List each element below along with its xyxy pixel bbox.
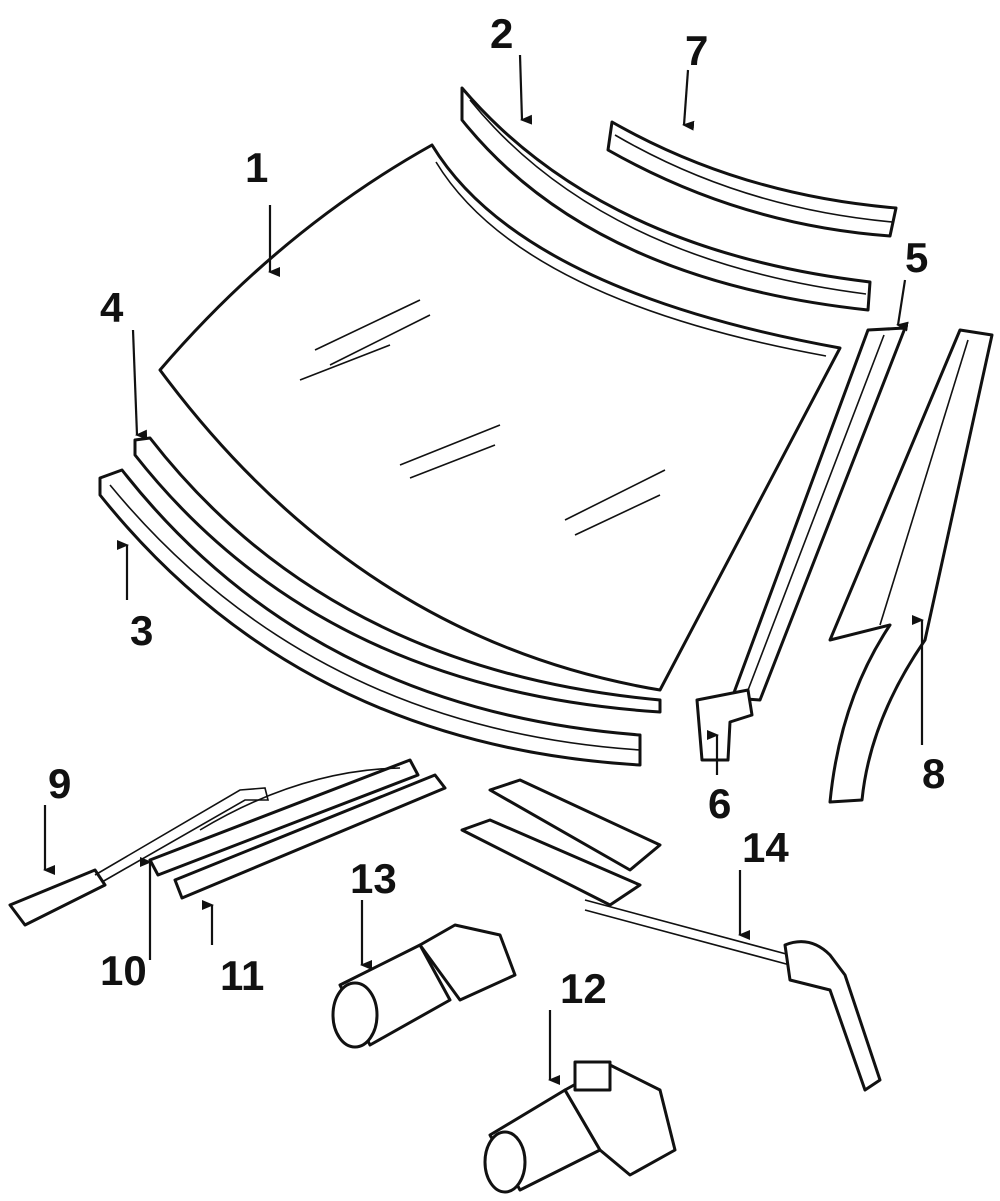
wiper-motor-13 [331,923,517,1049]
callout-10: 10 [100,947,147,994]
callout-7: 7 [685,27,708,74]
wiper-linkage [460,778,882,1092]
callout-arrows [43,54,924,1085]
callout-14: 14 [742,824,789,871]
callout-11: 11 [220,952,264,999]
wiper-motor-12 [483,1060,677,1194]
corner-piece [695,688,754,762]
callout-8: 8 [922,750,945,797]
lower-molding-inner [133,436,662,714]
callout-13: 13 [350,855,397,902]
callout-3: 3 [130,607,153,654]
callout-12: 12 [560,965,607,1012]
callout-9: 9 [48,760,71,807]
callout-2: 2 [490,10,513,57]
wiper-blade [148,758,420,877]
lower-molding-outer [98,468,642,767]
callout-4: 4 [100,284,124,331]
upper-reveal-molding [460,86,872,312]
roof-molding [606,120,898,238]
side-molding [730,326,907,702]
pillar-garnish [828,328,994,804]
callout-6: 6 [708,780,731,827]
callout-1: 1 [245,144,268,191]
wiper-arm [8,787,270,927]
blade-insert [173,773,447,900]
callout-5: 5 [905,234,928,281]
windshield-glass [158,143,842,692]
